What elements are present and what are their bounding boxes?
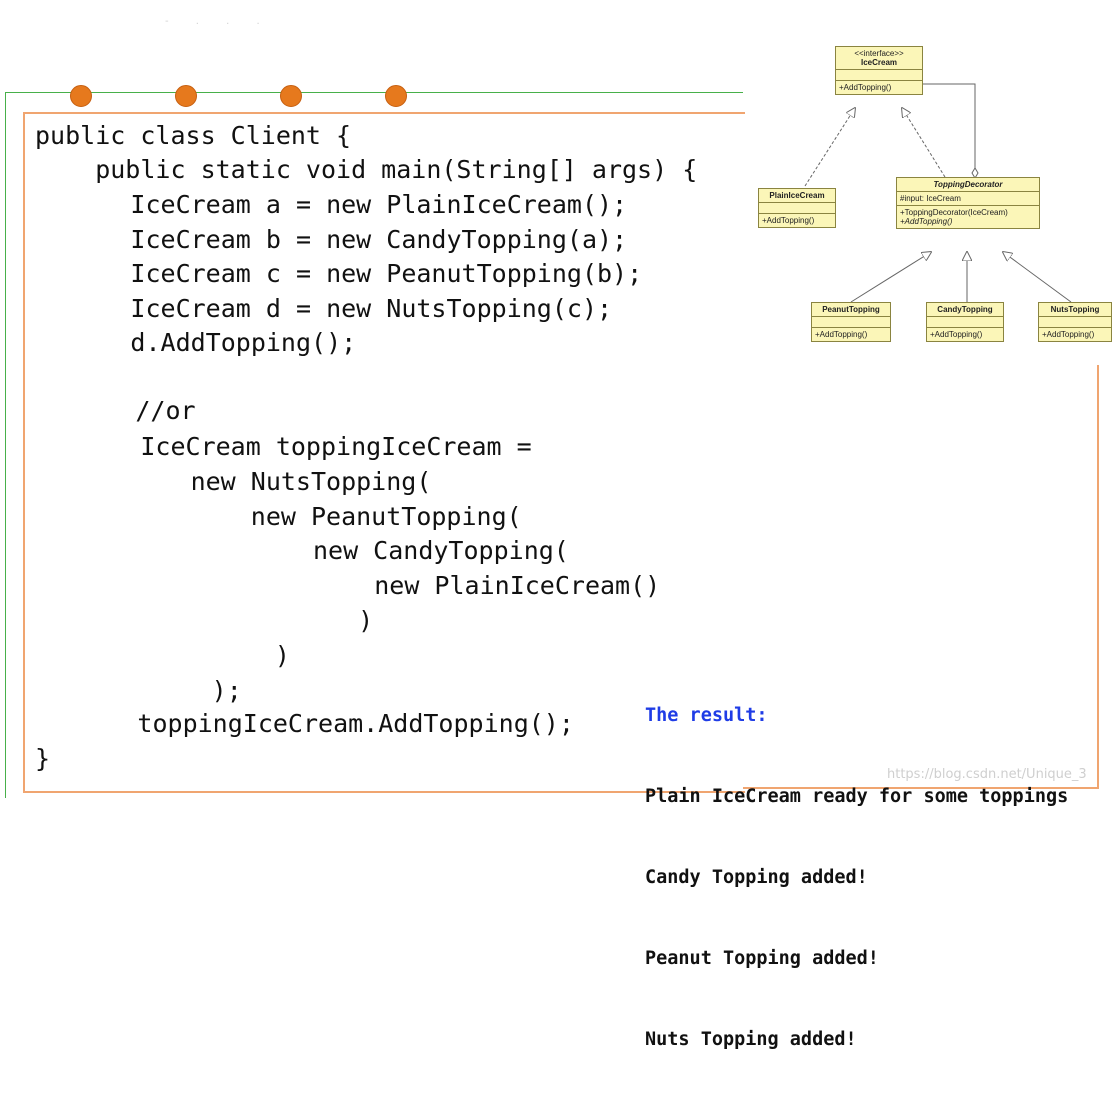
- uml-empty-fields: [927, 317, 1003, 328]
- code-line: IceCream toppingIceCream =: [35, 432, 532, 461]
- code-line: );: [16, 676, 242, 705]
- uml-op: +AddTopping(): [762, 216, 815, 225]
- code-line: IceCream c = new PeanutTopping(b);: [10, 259, 643, 288]
- uml-empty-fields: [1039, 317, 1111, 328]
- uml-class-nutstopping: NutsTopping +AddTopping(): [1038, 302, 1112, 342]
- uml-field: #input: IceCream: [897, 192, 1039, 206]
- code-line: new PeanutTopping(: [25, 502, 522, 531]
- uml-class-plainicecream: PlainIceCream +AddTopping(): [758, 188, 836, 228]
- code-line: ): [19, 641, 290, 670]
- result-title: The result:: [645, 705, 768, 726]
- code-line: ): [12, 606, 374, 635]
- uml-op: +AddTopping(): [815, 330, 868, 339]
- uml-op: +AddTopping(): [900, 217, 953, 226]
- code-line: public class Client {: [35, 121, 352, 150]
- uml-op: +AddTopping(): [1042, 330, 1095, 339]
- uml-op: +ToppingDecorator(IceCream): [900, 208, 1008, 217]
- uml-class-name: CandyTopping: [927, 303, 1003, 317]
- code-line: d.AddTopping();: [10, 328, 357, 357]
- uml-class-icecream: <<interface>> IceCream +AddTopping(): [835, 46, 923, 95]
- green-frame: [5, 92, 743, 798]
- code-line: }: [35, 744, 51, 773]
- code-line: new NutsTopping(: [25, 467, 432, 496]
- uml-class-toppingdecorator: ToppingDecorator #input: IceCream +Toppi…: [896, 177, 1040, 229]
- uml-empty-fields: [836, 70, 922, 81]
- uml-class-name: NutsTopping: [1039, 303, 1111, 317]
- decorative-dot-2: [175, 85, 197, 107]
- faint-marks: - . . .: [165, 16, 272, 27]
- uml-class-name: IceCream: [860, 58, 898, 67]
- uml-empty-fields: [812, 317, 890, 328]
- code-line: IceCream b = new CandyTopping(a);: [10, 225, 628, 254]
- code-line: new PlainIceCream(): [13, 571, 661, 600]
- decorative-dot-1: [70, 85, 92, 107]
- uml-op: +AddTopping(): [930, 330, 983, 339]
- code-line: IceCream d = new NutsTopping(c);: [10, 294, 613, 323]
- inherit-nuts: [1003, 252, 1072, 303]
- decorative-dot-4: [385, 85, 407, 107]
- uml-connectors: [804, 83, 1072, 303]
- result-line: Candy Topping added!: [645, 867, 868, 888]
- result-line: Peanut Topping added!: [645, 948, 879, 969]
- uml-class-peanuttopping: PeanutTopping +AddTopping(): [811, 302, 891, 342]
- result-line: Nuts Topping added!: [645, 1029, 857, 1050]
- slide: - . . . public class Client { public sta…: [0, 0, 1117, 1050]
- code-block: public class Client { public static void…: [0, 0, 697, 773]
- aggregation-line: [923, 83, 976, 168]
- uml-stereotype: <<interface>>: [854, 49, 904, 58]
- uml-empty-fields: [759, 203, 835, 214]
- realization-plain: [804, 108, 855, 187]
- inherit-peanut: [850, 252, 931, 303]
- orange-frame-bottom: [743, 787, 1099, 789]
- code-line: new CandyTopping(: [27, 536, 569, 565]
- code-line: //or: [30, 396, 196, 425]
- realization-decorator: [902, 108, 946, 178]
- uml-class-candytopping: CandyTopping +AddTopping(): [926, 302, 1004, 342]
- code-line: public static void main(String[] args) {: [35, 155, 698, 184]
- watermark: https://blog.csdn.net/Unique_3: [887, 767, 1087, 782]
- uml-class-name: PeanutTopping: [812, 303, 890, 317]
- uml-class-name: ToppingDecorator: [897, 178, 1039, 192]
- orange-frame: [23, 112, 745, 793]
- uml-class-name: PlainIceCream: [759, 189, 835, 203]
- decorative-dot-3: [280, 85, 302, 107]
- orange-frame-right: [1097, 365, 1099, 789]
- uml-class-diagram: <<interface>> IceCream +AddTopping() Pla…: [755, 40, 1117, 360]
- uml-op: +AddTopping(): [839, 83, 892, 92]
- code-line: IceCream a = new PlainIceCream();: [10, 190, 628, 219]
- result-output: The result: Plain IceCream ready for som…: [645, 648, 1068, 1107]
- code-line: toppingIceCream.AddTopping();: [17, 709, 574, 738]
